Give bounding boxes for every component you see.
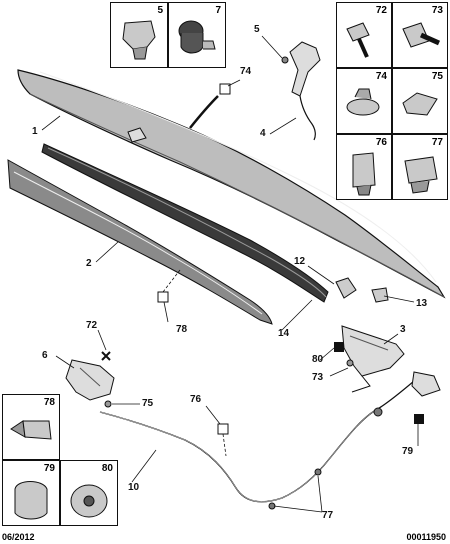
- callout-6: 6: [42, 350, 48, 361]
- callout-1: 1: [32, 126, 38, 137]
- marker-78: [157, 291, 169, 303]
- callout-80: 80: [312, 354, 324, 365]
- box-label: 78: [43, 397, 55, 408]
- bonnet-panel: [17, 69, 446, 299]
- callout-72: 72: [86, 320, 98, 331]
- box-label: 7: [215, 5, 221, 16]
- clip-13: [371, 287, 389, 303]
- callout-3: 3: [400, 324, 406, 335]
- marker-76: [217, 423, 229, 435]
- marker-74: [219, 83, 231, 95]
- prop-bracket: [281, 41, 321, 141]
- callout-75: 75: [142, 398, 154, 409]
- rivet-clip-icon: [10, 420, 52, 440]
- push-clip-icon: [352, 152, 376, 196]
- box-label: 79: [43, 463, 55, 474]
- callout-4: 4: [260, 128, 266, 139]
- cap-icon: [14, 481, 48, 520]
- diagram-date: 06/2012: [2, 532, 35, 542]
- box-label: 77: [431, 137, 443, 148]
- callout-5: 5: [254, 24, 260, 35]
- box-label: 75: [431, 71, 443, 82]
- box-part-79: 79: [2, 460, 60, 526]
- diagram-reference: 00011950: [406, 532, 446, 542]
- bracket-clip-icon: [402, 92, 438, 116]
- bonnet-insulator: [7, 159, 273, 325]
- box-part-77: 77: [392, 134, 448, 200]
- box-label: 74: [375, 71, 387, 82]
- bonnet-lock: [341, 325, 405, 393]
- screw-icon: [346, 22, 370, 58]
- box-part-73: 73: [392, 2, 448, 68]
- release-cable: [99, 375, 421, 503]
- box-label: 73: [431, 5, 443, 16]
- box-part-75: 75: [392, 68, 448, 134]
- clip-12: [335, 277, 357, 299]
- seal-strip: [41, 143, 329, 303]
- marker-80: [334, 342, 344, 352]
- box-label: 72: [375, 5, 387, 16]
- box-part-5: 5: [110, 2, 168, 68]
- leader-lines: [41, 35, 419, 513]
- box-label: 76: [375, 137, 387, 148]
- clip-75: [104, 400, 112, 408]
- box-part-7: 7: [168, 2, 226, 68]
- callout-14: 14: [278, 328, 290, 339]
- box-part-76: 76: [336, 134, 392, 200]
- callout-78: 78: [176, 324, 188, 335]
- cable-74: [189, 95, 219, 129]
- callout-12: 12: [294, 256, 306, 267]
- clip-icon: [122, 20, 156, 60]
- box-part-80: 80: [60, 460, 118, 526]
- callout-77: 77: [322, 510, 334, 521]
- clip-73: [346, 359, 354, 367]
- callout-79: 79: [402, 446, 414, 457]
- callout-13: 13: [416, 298, 428, 309]
- bolt-icon: [402, 22, 441, 48]
- release-handle: [411, 371, 441, 397]
- box-label: 5: [157, 5, 163, 16]
- callout-10: 10: [128, 482, 140, 493]
- box-part-78: 78: [2, 394, 60, 460]
- callout-74: 74: [240, 66, 252, 77]
- clip-icon: [346, 88, 380, 116]
- safety-catch: [65, 351, 115, 401]
- marker-79: [414, 414, 424, 424]
- callout-73: 73: [312, 372, 324, 383]
- plug-icon: [178, 20, 216, 54]
- callout-2: 2: [86, 258, 92, 269]
- box-label: 80: [101, 463, 113, 474]
- box-part-74: 74: [336, 68, 392, 134]
- grommet-icon: [70, 484, 108, 518]
- cable-clip-icon: [404, 156, 438, 194]
- box-part-72: 72: [336, 2, 392, 68]
- callout-76: 76: [190, 394, 202, 405]
